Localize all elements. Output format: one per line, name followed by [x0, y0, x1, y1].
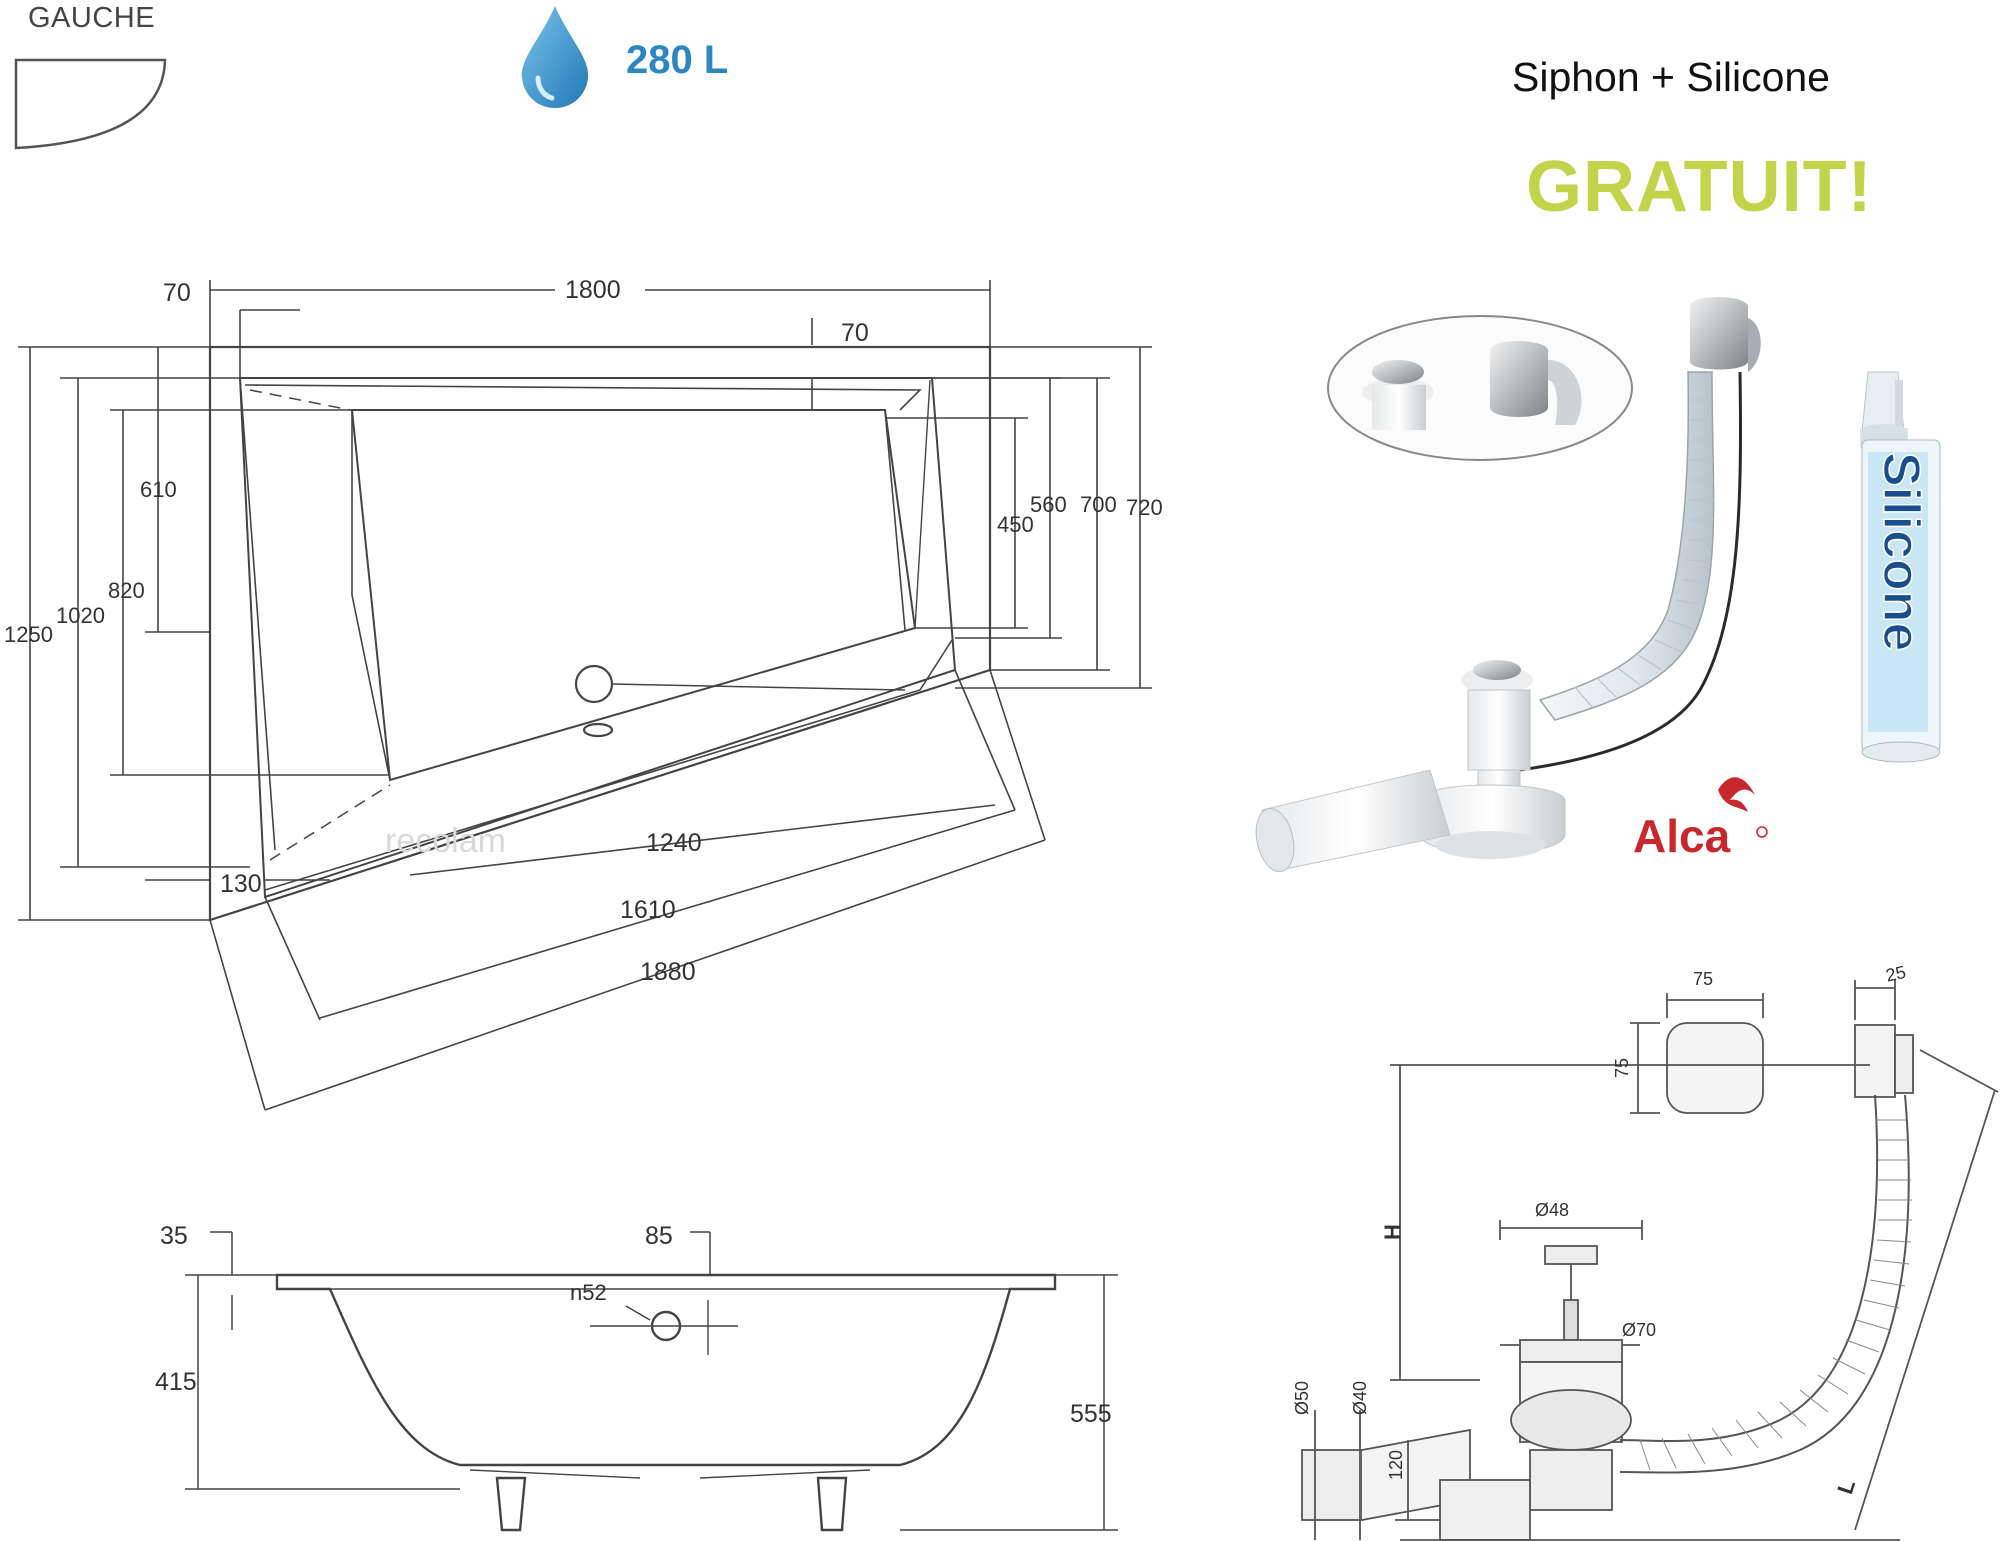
dim-50: Ø50 — [1292, 1381, 1312, 1415]
dim-555: 555 — [1070, 1400, 1112, 1428]
dim-n52: n52 — [570, 1280, 607, 1305]
alca-logo-text: Alca — [1633, 810, 1731, 862]
dim-1250: 1250 — [4, 622, 53, 647]
orientation-label: GAUCHE — [28, 2, 156, 34]
dim-75-width: 75 — [1693, 969, 1713, 989]
top-view-drawing — [208, 345, 992, 922]
siphon-technical-drawing — [1301, 980, 1999, 1541]
promo-free: GRATUIT! — [1526, 147, 1873, 227]
dim-70-left: 70 — [163, 279, 191, 307]
dim-35: 35 — [160, 1222, 188, 1250]
silicone-tube-photo: Silicone — [1860, 371, 1941, 763]
dim-70: Ø70 — [1622, 1320, 1656, 1340]
dim-130: 130 — [220, 870, 262, 898]
top-view-dimensions — [18, 280, 1152, 1111]
dim-1240: 1240 — [646, 829, 702, 857]
dim-700: 700 — [1080, 492, 1117, 517]
dim-85: 85 — [645, 1222, 673, 1250]
dim-75-height: 75 — [1612, 1058, 1632, 1078]
watermark-text: recolam — [385, 822, 506, 860]
dim-70-top: 70 — [841, 319, 869, 347]
orientation-shape-icon — [14, 58, 167, 150]
siphon-photo — [1255, 297, 1761, 873]
dim-1880: 1880 — [640, 958, 696, 986]
water-drop-icon — [521, 6, 589, 108]
side-view-drawing — [275, 1273, 1057, 1532]
dim-25: 25 — [1884, 962, 1908, 986]
dim-820: 820 — [108, 578, 145, 603]
dim-560: 560 — [1030, 492, 1067, 517]
dim-450: 450 — [997, 512, 1034, 537]
dim-1800: 1800 — [565, 276, 621, 304]
dim-l: L — [1832, 1476, 1860, 1497]
silicone-label: Silicone — [1872, 452, 1930, 651]
alca-logo: Alca — [1633, 777, 1768, 862]
dim-h: H — [1380, 1224, 1405, 1240]
volume-label: 280 L — [626, 38, 729, 82]
dim-720: 720 — [1126, 495, 1163, 520]
dim-1610: 1610 — [620, 896, 676, 924]
dim-415: 415 — [155, 1368, 197, 1396]
side-view-dimensions — [185, 1231, 1118, 1531]
dim-610: 610 — [140, 477, 177, 502]
dim-1020: 1020 — [56, 603, 105, 628]
dim-40: Ø40 — [1350, 1381, 1370, 1415]
dim-48: Ø48 — [1535, 1200, 1569, 1220]
dim-120: 120 — [1386, 1450, 1406, 1480]
promo-line: Siphon + Silicone — [1512, 54, 1830, 100]
